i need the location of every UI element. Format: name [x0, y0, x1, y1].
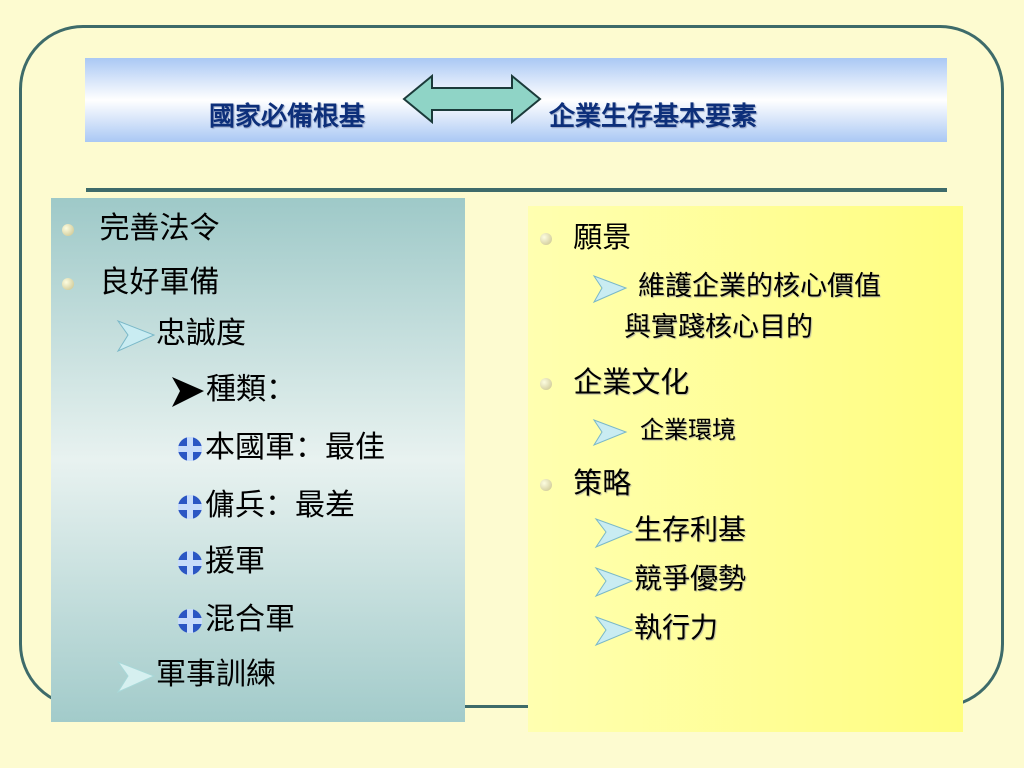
slide-frame — [19, 25, 1004, 708]
arrowhead-icon — [116, 660, 156, 694]
list-item: 競爭優勢 — [594, 562, 746, 598]
arrowhead-icon — [594, 615, 634, 646]
list-item: 忠誠度 — [116, 316, 246, 353]
bullet-dot-icon — [540, 378, 552, 390]
list-item: 策略 — [540, 466, 631, 501]
left-panel — [51, 198, 465, 722]
title-left: 國家必備根基 — [209, 102, 366, 132]
list-item: 良好軍備 — [62, 265, 220, 301]
bullet-dot-icon — [540, 479, 552, 491]
bullet-dot-icon — [62, 224, 74, 236]
arrowhead-icon — [592, 274, 628, 303]
list-item: 混合軍 — [175, 602, 295, 638]
list-item-continuation: 與實踐核心目的 — [624, 312, 813, 343]
cross-plus-icon — [178, 495, 202, 519]
title-right: 企業生存基本要素 — [549, 102, 758, 132]
arrowhead-icon — [592, 418, 628, 446]
list-item: 生存利基 — [594, 513, 746, 549]
list-item: 維護企業的核心價值 — [592, 271, 881, 304]
list-item: 執行力 — [594, 611, 718, 647]
list-item: 願景 — [540, 220, 631, 255]
arrowhead-icon — [594, 517, 634, 548]
bullet-dot-icon — [540, 233, 552, 245]
list-item: 援軍 — [175, 544, 265, 580]
list-item: 軍事訓練 — [116, 657, 276, 694]
cross-plus-icon — [178, 437, 202, 461]
list-item: 種類： — [170, 372, 296, 409]
arrowhead-icon — [594, 566, 634, 597]
arrowhead-icon — [172, 377, 204, 407]
list-item: 企業環境 — [592, 416, 736, 447]
list-item: 企業文化 — [540, 365, 689, 400]
list-item: 本國軍：最佳 — [175, 430, 385, 466]
arrowhead-icon — [116, 319, 156, 353]
bullet-dot-icon — [62, 278, 74, 290]
cross-plus-icon — [178, 609, 202, 633]
divider-rule — [86, 188, 947, 192]
double-arrow-icon — [402, 74, 542, 124]
cross-plus-icon — [178, 551, 202, 575]
list-item: 傭兵：最差 — [175, 488, 355, 524]
list-item: 完善法令 — [62, 211, 220, 247]
